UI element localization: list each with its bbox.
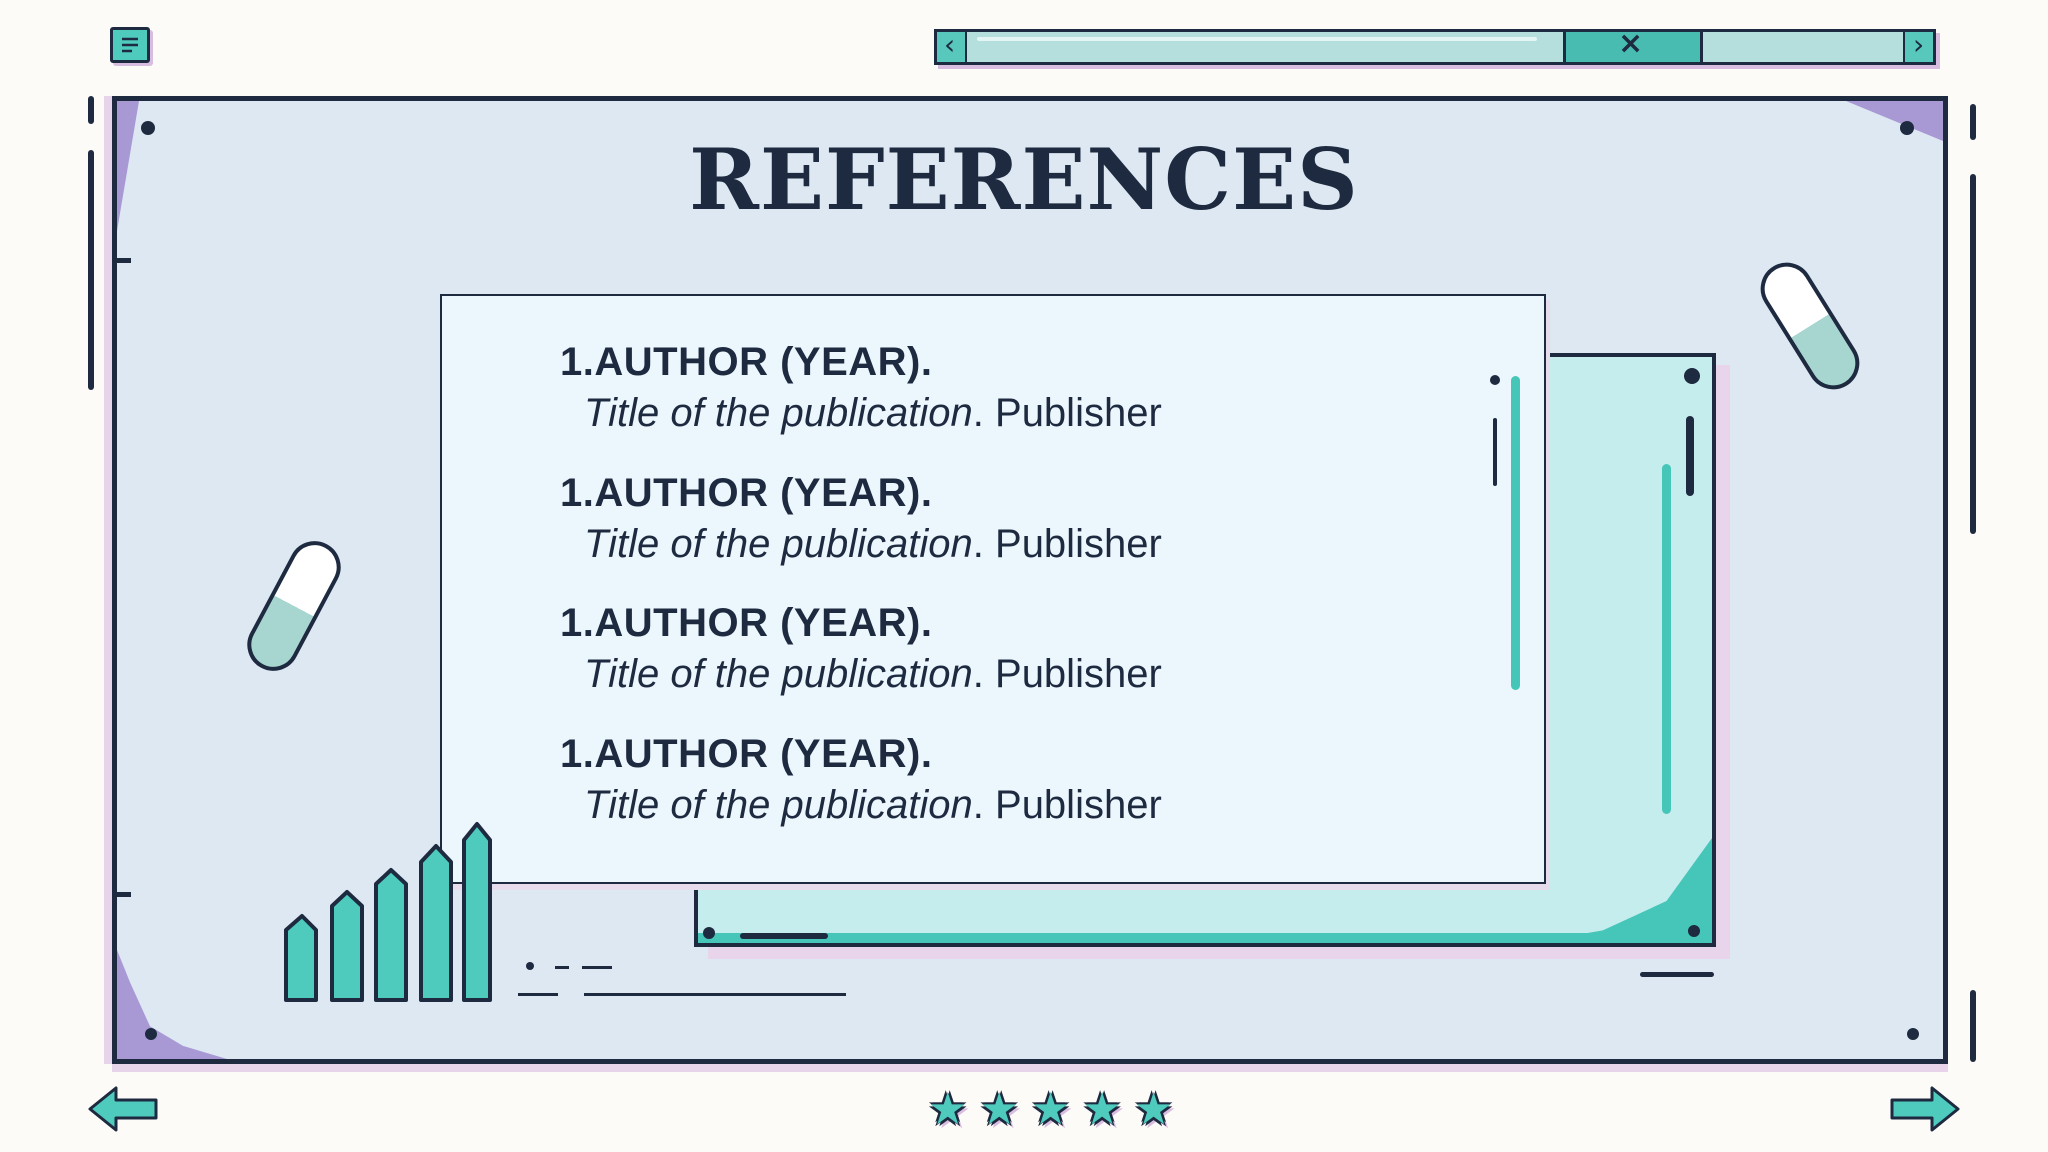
teal-stroke — [1511, 376, 1520, 690]
frame-dot — [1907, 1028, 1919, 1040]
frame-dot — [1900, 121, 1914, 135]
reference-title: Title of the publication — [584, 391, 973, 435]
reference-source: Title of the publication. Publisher — [560, 783, 1460, 828]
reference-author: 1.AUTHOR (YEAR). — [560, 732, 933, 776]
reference-author: 1.AUTHOR (YEAR). — [560, 601, 933, 645]
side-line — [88, 150, 94, 390]
side-line — [88, 96, 94, 124]
frame-corner-decoration — [1846, 101, 1943, 141]
reference-source: Title of the publication. Publisher — [560, 391, 1460, 436]
reference-publisher: . Publisher — [972, 391, 1162, 435]
references-card — [440, 294, 1546, 884]
frame-tick — [117, 892, 131, 897]
page-title: REFERENCES — [689, 130, 1359, 229]
reference-title: Title of the publication — [584, 652, 973, 696]
reference-source: Title of the publication. Publisher — [560, 652, 1460, 697]
reference-publisher: . Publisher — [972, 522, 1162, 566]
scroll-right-button[interactable]: › — [1903, 28, 1933, 62]
teal-stroke — [1662, 464, 1671, 814]
chevron-right-icon: › — [1913, 28, 1925, 61]
arrow-left-icon[interactable] — [86, 1084, 160, 1134]
card-scroll-mark — [1493, 418, 1497, 486]
card-underline — [1640, 972, 1714, 977]
card-dot — [1684, 368, 1700, 384]
card-bottom-strip — [698, 933, 1712, 943]
chevron-left-icon: ‹ — [944, 28, 956, 61]
frame-corner-decoration — [117, 101, 139, 231]
frame-tick — [117, 258, 131, 263]
reference-publisher: . Publisher — [972, 783, 1162, 827]
decoration-dot — [526, 962, 534, 970]
reference-item: 1.AUTHOR (YEAR). Title of the publicatio… — [560, 471, 1460, 567]
star-icon: ★ — [1030, 1084, 1071, 1135]
reference-author: 1.AUTHOR (YEAR). — [560, 471, 933, 515]
card-dot — [1688, 925, 1700, 937]
star-icon: ★ — [979, 1084, 1019, 1135]
reference-item: 1.AUTHOR (YEAR). Title of the publicatio… — [560, 732, 1460, 828]
reference-author: 1.AUTHOR (YEAR). — [560, 340, 933, 384]
reference-publisher: . Publisher — [972, 652, 1162, 696]
scrollbar-highlight — [977, 37, 1537, 41]
side-line — [1970, 990, 1976, 1062]
side-line — [1970, 174, 1976, 534]
star-icon: ★ — [1133, 1084, 1174, 1135]
scrollbar-thumb-close[interactable]: × — [1563, 26, 1703, 62]
reference-source: Title of the publication. Publisher — [560, 522, 1460, 567]
card-dot — [1490, 375, 1500, 385]
reference-item: 1.AUTHOR (YEAR). Title of the publicatio… — [560, 601, 1460, 697]
star-icon: ★ — [1082, 1084, 1122, 1135]
top-scrollbar[interactable]: ‹ × › — [934, 26, 1936, 65]
decoration-dash — [582, 966, 612, 969]
card-underline — [740, 933, 828, 939]
frame-dot — [141, 121, 155, 135]
decoration-dash — [555, 966, 569, 969]
star-icon: ★ — [928, 1084, 968, 1135]
bar-chart-icon — [284, 822, 492, 1002]
scroll-left-button[interactable]: ‹ — [937, 28, 967, 62]
frame-dot — [145, 1028, 157, 1040]
reference-title: Title of the publication — [584, 783, 973, 827]
decoration-line — [584, 993, 846, 996]
rating-stars: ★ ★ ★ ★ ★ — [928, 1088, 1173, 1132]
menu-icon[interactable] — [110, 27, 150, 63]
reference-title: Title of the publication — [584, 522, 973, 566]
card-dot — [703, 927, 715, 939]
card-scroll-mark — [1686, 416, 1694, 496]
decoration-dash — [518, 993, 558, 996]
side-line — [1970, 104, 1976, 140]
close-icon: × — [1618, 26, 1644, 61]
arrow-right-icon[interactable] — [1888, 1084, 1962, 1134]
reference-item: 1.AUTHOR (YEAR). Title of the publicatio… — [560, 340, 1460, 436]
